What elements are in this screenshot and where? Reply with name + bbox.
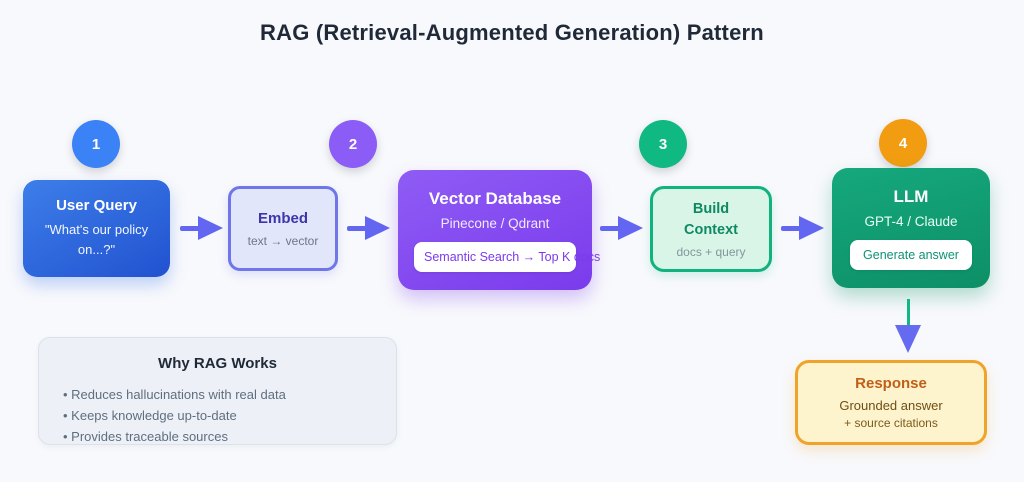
node-vector-database-title: Vector Database	[428, 188, 562, 208]
arrow-stem	[600, 226, 621, 231]
step-2-badge: 2	[329, 120, 377, 168]
page-title: RAG (Retrieval-Augmented Generation) Pat…	[260, 20, 764, 45]
node-vector-database: Vector Database Pinecone / Qdrant Semant…	[398, 170, 600, 290]
step-4-badge: 4	[879, 119, 927, 167]
node-llm-title: LLM	[893, 186, 929, 206]
arrow-head	[618, 216, 643, 240]
node-llm: LLM GPT-4 / Claude Generate answer	[832, 168, 990, 288]
node-user-query-subtitle: "What's our policy on...?"	[44, 221, 149, 257]
arrow-head	[365, 216, 390, 240]
node-user-query: User Query "What's our policy on...?"	[23, 180, 170, 277]
node-embed: Embed text → vector	[228, 186, 338, 271]
node-embed-title: Embed	[257, 209, 308, 227]
flow-arrow-icon	[781, 216, 825, 240]
why-rag-works-card: Why RAG Works Reduces hallucinations wit…	[38, 337, 397, 445]
flow-arrow-icon	[600, 216, 644, 240]
down-arrow-icon	[895, 325, 921, 353]
node-build-context-title: Build Context	[684, 201, 738, 238]
step-1-badge: 1	[72, 120, 120, 168]
node-embed-subtitle: text → vector	[247, 233, 319, 248]
node-response-line1: Grounded answer	[839, 398, 943, 413]
list-item: Provides traceable sources	[63, 426, 372, 447]
arrow-stem	[347, 226, 368, 231]
node-response: Response Grounded answer + source citati…	[795, 360, 987, 445]
node-response-title: Response	[855, 375, 927, 392]
generate-answer-pill: Generate answer	[850, 239, 972, 270]
node-user-query-title: User Query	[56, 196, 137, 214]
flow-arrow-icon	[180, 216, 224, 240]
node-build-context-subtitle: docs + query	[676, 244, 746, 259]
arrow-stem	[781, 226, 802, 231]
why-rag-works-list: Reduces hallucinations with real data Ke…	[63, 384, 372, 447]
node-vector-database-subtitle: Pinecone / Qdrant	[440, 215, 550, 231]
node-build-context: Build Context docs + query	[650, 186, 772, 272]
arrow-head	[799, 216, 824, 240]
why-rag-works-title: Why RAG Works	[158, 355, 277, 372]
node-response-line2: + source citations	[844, 416, 938, 430]
arrow-stem	[180, 226, 201, 231]
step-3-badge: 3	[639, 120, 687, 168]
down-arrow-stem	[907, 299, 910, 327]
arrow-head	[198, 216, 223, 240]
flow-arrow-icon	[347, 216, 391, 240]
node-llm-subtitle: GPT-4 / Claude	[864, 213, 958, 229]
list-item: Reduces hallucinations with real data	[63, 384, 372, 405]
list-item: Keeps knowledge up-to-date	[63, 405, 372, 426]
semantic-search-pill: Semantic Search → Top K docs	[414, 241, 600, 272]
